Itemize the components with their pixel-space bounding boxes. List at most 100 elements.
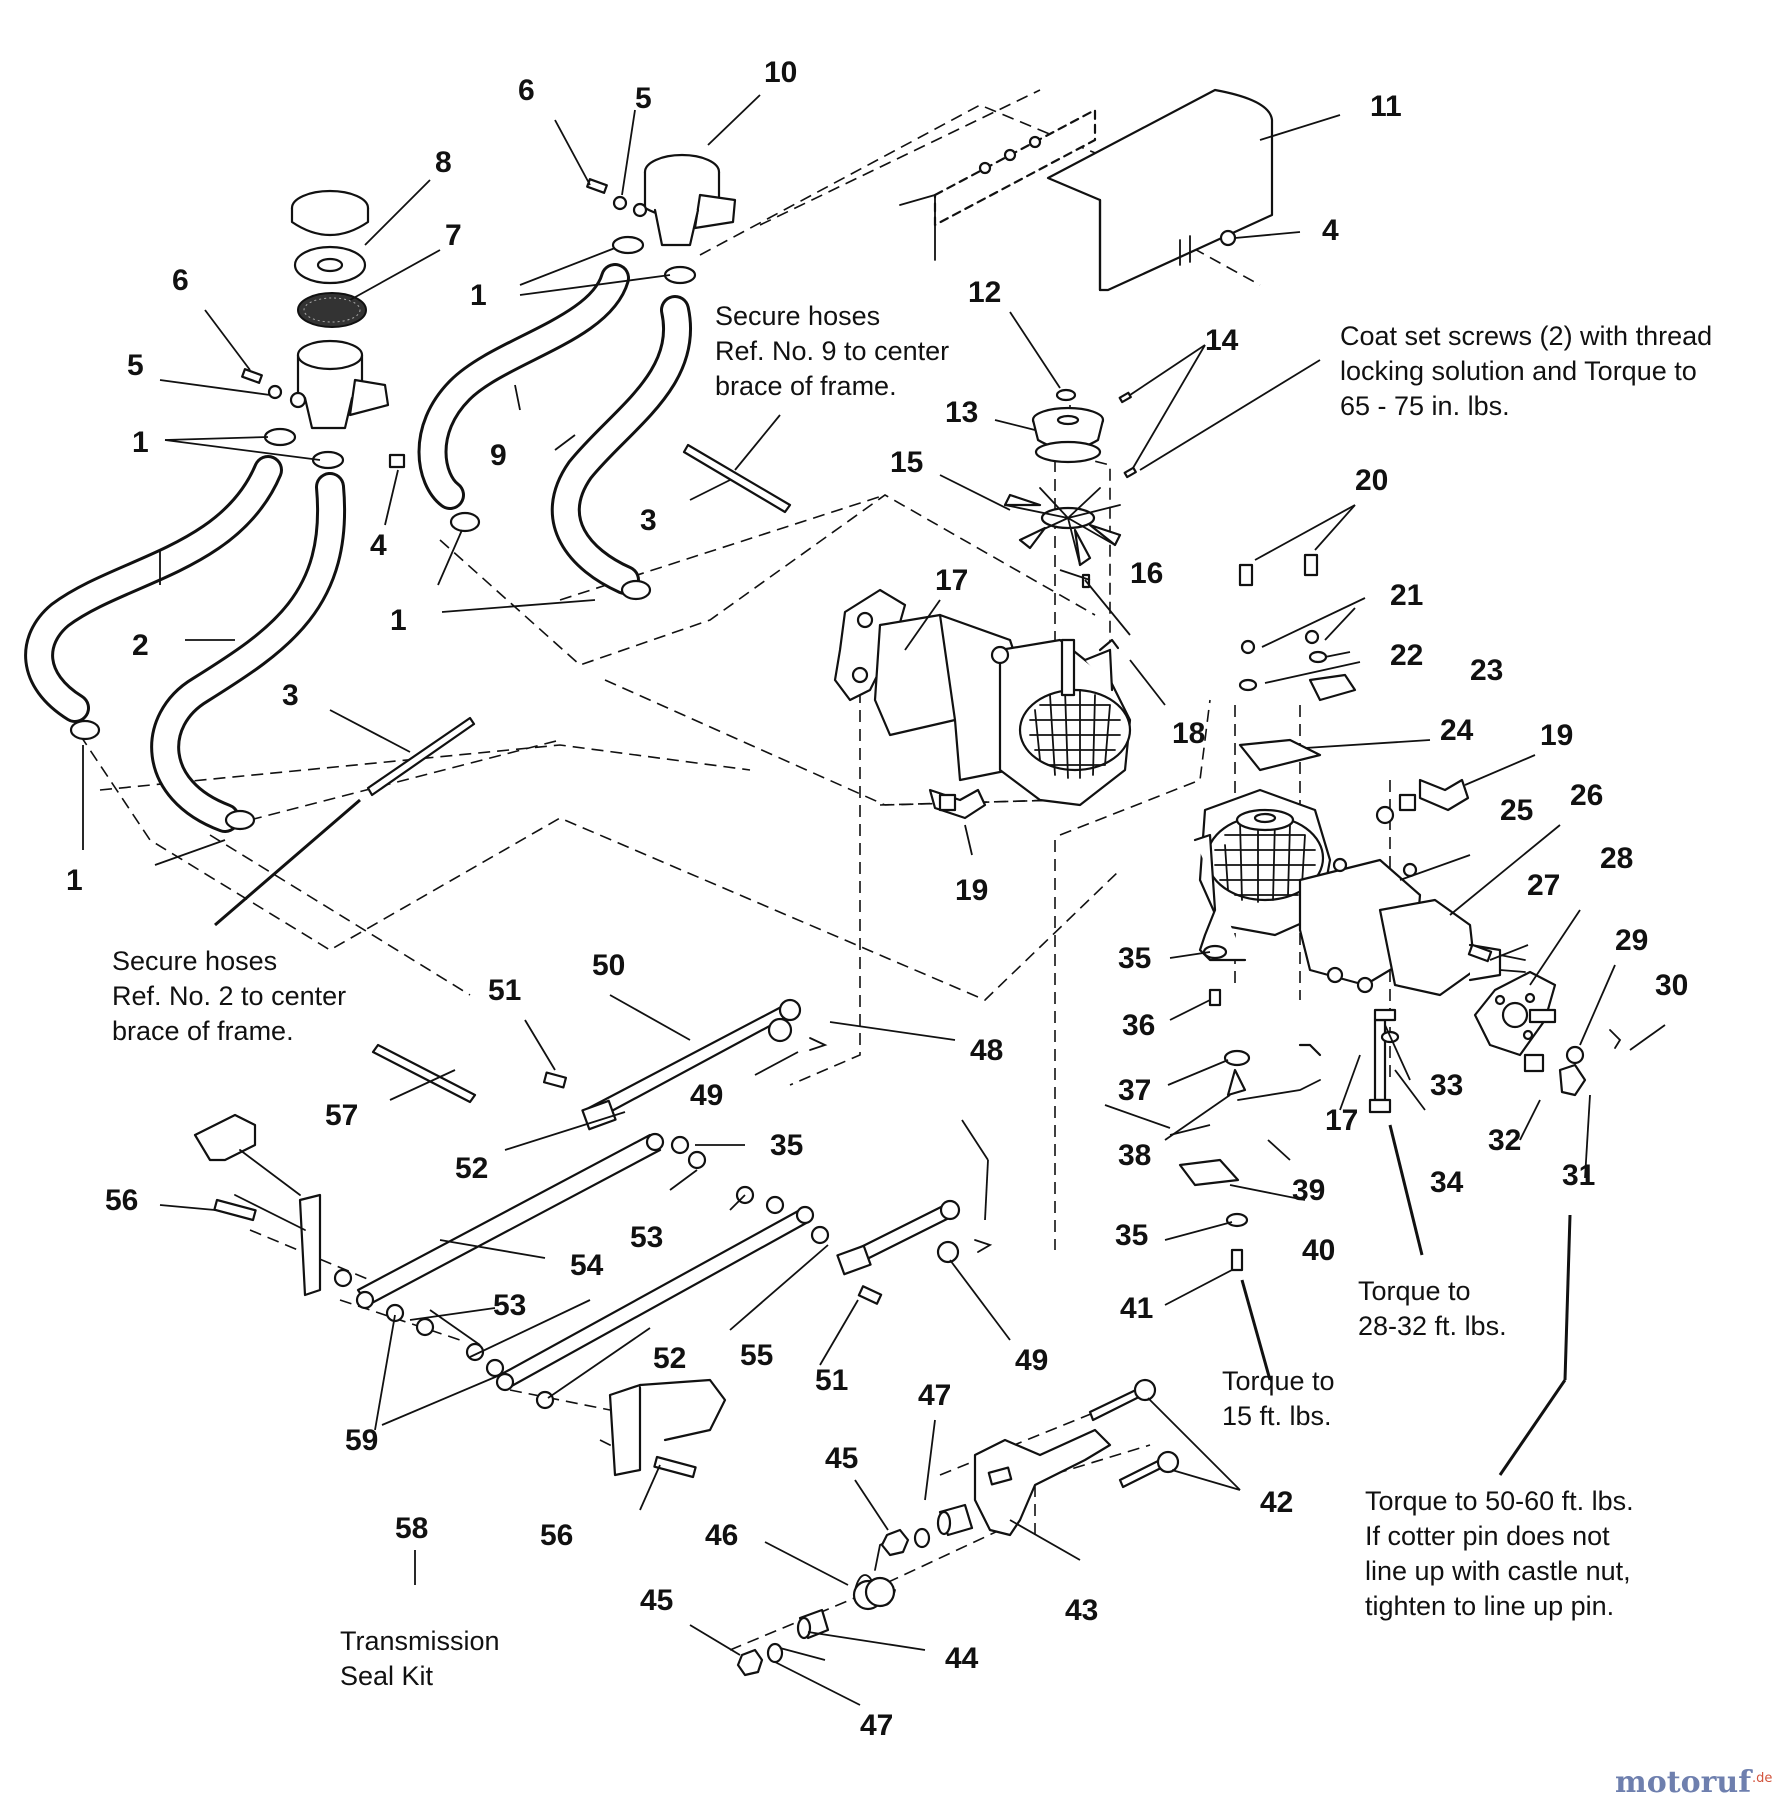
nuts-45-47 — [736, 1527, 931, 1677]
callout-19b: 19 — [955, 874, 988, 907]
transaxle-right-17 — [1193, 788, 1526, 997]
callout-24: 24 — [1440, 714, 1474, 747]
note-torque-50: Torque to 50-60 ft. lbs. If cotter pin d… — [1365, 1486, 1634, 1621]
callout-49b: 49 — [1015, 1344, 1048, 1377]
callout-4a: 4 — [370, 529, 387, 562]
note-coat-screws: Coat set screws (2) with thread locking … — [1340, 321, 1712, 421]
callout-53a: 53 — [630, 1221, 663, 1254]
bracket-frame — [899, 108, 1097, 261]
callout-58: 58 — [395, 1512, 428, 1545]
callout-30: 30 — [1655, 969, 1688, 1002]
note-line: Secure hoses — [715, 301, 880, 331]
callout-19a: 19 — [1540, 719, 1573, 752]
callout-2: 2 — [132, 629, 149, 662]
retaining-ring — [1055, 388, 1077, 402]
callout-32: 32 — [1488, 1124, 1521, 1157]
callout-16: 16 — [1130, 557, 1163, 590]
callout-numbers: 10 11 6 5 8 7 6 5 1 1 4 1 9 3 1 4 12 14 … — [66, 56, 1688, 1742]
callout-29: 29 — [1615, 924, 1648, 957]
callout-25: 25 — [1500, 794, 1533, 827]
reservoir-cap-left — [290, 189, 370, 237]
pulley-13 — [1031, 406, 1105, 464]
callout-17a: 17 — [935, 564, 968, 597]
callout-45a: 45 — [825, 1442, 858, 1475]
callout-52a: 52 — [455, 1152, 488, 1185]
callout-46: 46 — [705, 1519, 738, 1552]
hose-2a — [24, 455, 283, 723]
callout-1b: 1 — [470, 279, 487, 312]
hub-28 — [1473, 970, 1557, 1057]
note-line: Coat set screws (2) with thread — [1340, 321, 1712, 351]
hose-clamp — [69, 719, 101, 741]
transaxle-left-17 — [833, 588, 1132, 807]
watermark-logo: motoruf .de — [1615, 1765, 1772, 1800]
callout-56b: 56 — [540, 1519, 573, 1552]
fitting-19-left — [928, 788, 987, 820]
reservoir-left — [289, 339, 390, 430]
callout-59: 59 — [345, 1424, 378, 1457]
filter-screen-left — [297, 292, 367, 328]
callout-34: 34 — [1430, 1166, 1464, 1199]
callout-27: 27 — [1527, 869, 1560, 902]
note-line: If cotter pin does not — [1365, 1521, 1610, 1551]
callout-23: 23 — [1470, 654, 1503, 687]
upper-reservoir-assembly — [417, 153, 737, 601]
callout-28: 28 — [1600, 842, 1633, 875]
note-line: 15 ft. lbs. — [1222, 1401, 1332, 1431]
callout-33: 33 — [1430, 1069, 1463, 1102]
callout-35a: 35 — [1118, 942, 1151, 975]
note-line: 65 - 75 in. lbs. — [1340, 391, 1510, 421]
callout-56a: 56 — [105, 1184, 138, 1217]
callout-39: 39 — [1292, 1174, 1325, 1207]
callout-6: 6 — [518, 74, 535, 107]
note-line: Transmission — [340, 1626, 500, 1656]
callout-10: 10 — [764, 56, 797, 89]
hose-9b — [550, 295, 692, 595]
callout-5b: 5 — [127, 349, 144, 382]
callout-3a: 3 — [640, 504, 657, 537]
note-line: brace of frame. — [112, 1016, 294, 1046]
note-hoses-9: Secure hoses Ref. No. 9 to center brace … — [715, 301, 949, 401]
callout-53b: 53 — [493, 1289, 526, 1322]
callout-55: 55 — [740, 1339, 773, 1372]
callout-18: 18 — [1172, 717, 1205, 750]
note-line: Seal Kit — [340, 1661, 434, 1691]
note-line: locking solution and Torque to — [1340, 356, 1697, 386]
fan-15 — [1003, 487, 1122, 567]
hose-2b — [150, 472, 347, 833]
cap-gasket-left — [293, 245, 367, 285]
callout-6b: 6 — [172, 264, 189, 297]
callout-22: 22 — [1390, 639, 1423, 672]
callout-1a: 1 — [132, 426, 149, 459]
note-torque-28: Torque to 28-32 ft. lbs. — [1358, 1276, 1507, 1341]
watermark-brand: motoruf — [1615, 1765, 1753, 1800]
callout-43: 43 — [1065, 1594, 1098, 1627]
screws-left — [241, 368, 406, 469]
callout-26: 26 — [1570, 779, 1603, 812]
stack-hardware-center — [1178, 553, 1400, 1272]
bracket-43 — [973, 1428, 1112, 1537]
note-line: line up with castle nut, — [1365, 1556, 1631, 1586]
callout-1c: 1 — [390, 604, 407, 637]
note-seal-kit: Transmission Seal Kit — [340, 1626, 500, 1691]
callout-35c: 35 — [770, 1129, 803, 1162]
note-torque-15: Torque to 15 ft. lbs. — [1222, 1366, 1335, 1431]
callout-52b: 52 — [653, 1342, 686, 1375]
hose-clamp — [224, 809, 256, 831]
callout-37: 37 — [1118, 1074, 1151, 1107]
note-line: Ref. No. 2 to center — [112, 981, 346, 1011]
callout-11: 11 — [1370, 90, 1402, 123]
hose-9a — [417, 263, 630, 510]
spring-46 — [852, 1539, 896, 1611]
callout-49a: 49 — [690, 1079, 723, 1112]
left-reservoir-assembly — [24, 189, 406, 833]
callout-3b: 3 — [282, 679, 299, 712]
note-line: Ref. No. 9 to center — [715, 336, 949, 366]
brackets-56 — [193, 1113, 727, 1479]
callout-4b: 4 — [1322, 214, 1339, 247]
note-line: Torque to 50-60 ft. lbs. — [1365, 1486, 1634, 1516]
reservoir-10 — [632, 153, 737, 247]
callout-21: 21 — [1390, 579, 1423, 612]
bolts-42 — [1088, 1378, 1180, 1489]
